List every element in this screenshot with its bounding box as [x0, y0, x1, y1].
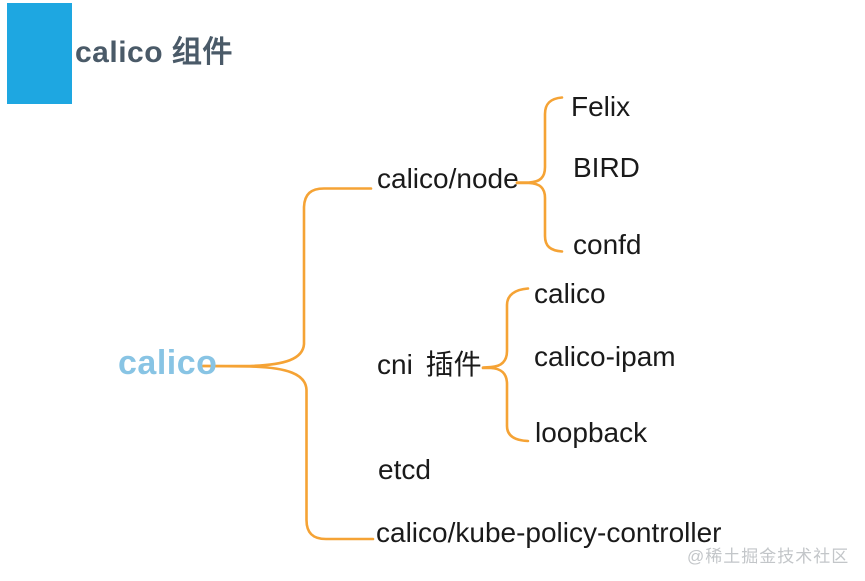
- node-root-calico: calico: [118, 344, 218, 382]
- watermark: @稀土掘金技术社区: [687, 547, 850, 566]
- branch-line-cni-upper: [481, 287, 530, 369]
- branch-line-root-top: [201, 187, 373, 368]
- accent-rectangle: [7, 3, 72, 104]
- branch-line-cni-lower: [481, 366, 530, 443]
- node-confd: confd: [573, 229, 642, 260]
- node-cni-calico: calico: [534, 278, 606, 309]
- node-calico-ipam: calico-ipam: [534, 341, 676, 372]
- branch-line-node-lower: [515, 181, 564, 253]
- node-calico-node: calico/node: [377, 163, 519, 194]
- node-etcd: etcd: [378, 454, 431, 485]
- page-title: calico 组件: [75, 36, 233, 69]
- node-felix: Felix: [571, 91, 631, 122]
- node-kube-policy-controller: calico/kube-policy-controller: [376, 517, 722, 548]
- node-bird: BIRD: [573, 152, 640, 183]
- node-cni-plugin: cni 插件: [377, 349, 482, 380]
- branch-line-node-upper: [515, 96, 564, 184]
- node-loopback: loopback: [535, 417, 648, 448]
- branch-line-root-bottom: [201, 364, 375, 541]
